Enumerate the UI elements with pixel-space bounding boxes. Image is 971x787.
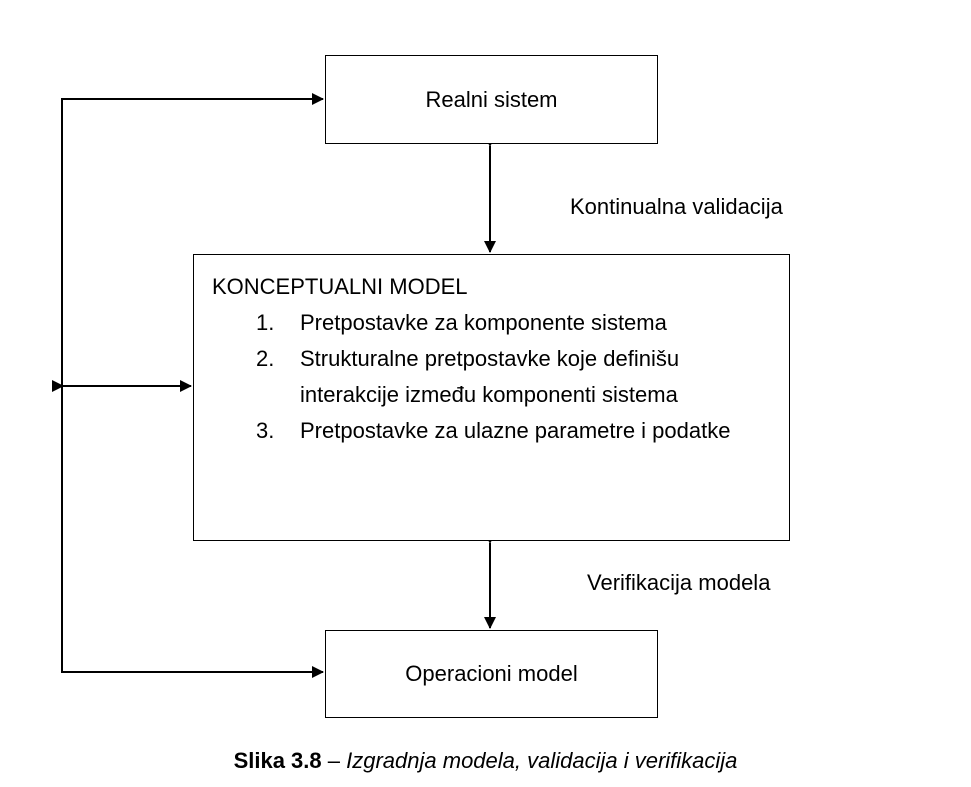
list-item-number: 1. — [256, 310, 275, 335]
list-item: 1. Pretpostavke za komponente sistema — [256, 305, 771, 341]
caption-separator: – — [321, 748, 347, 773]
validation-label: Kontinualna validacija — [570, 194, 783, 219]
caption-figure-number: Slika 3.8 — [233, 748, 322, 773]
conceptual-model-box: KONCEPTUALNI MODEL 1. Pretpostavke za ko… — [193, 254, 790, 541]
caption-text: Izgradnja modela, validacija i verifikac… — [346, 748, 738, 773]
list-item-text: Strukturalne pretpostavke koje definišu … — [300, 346, 680, 407]
list-item: 2. Strukturalne pretpostavke koje defini… — [256, 341, 771, 413]
conceptual-model-list: 1. Pretpostavke za komponente sistema 2.… — [212, 305, 771, 449]
list-item-number: 3. — [256, 418, 275, 443]
conceptual-model-title: KONCEPTUALNI MODEL — [212, 274, 468, 299]
real-system-box: Realni sistem — [325, 55, 658, 144]
list-item: 3. Pretpostavke za ulazne parametre i po… — [256, 413, 771, 449]
operational-model-label: Operacioni model — [405, 661, 578, 686]
operational-model-box: Operacioni model — [325, 630, 658, 718]
verification-label: Verifikacija modela — [587, 570, 771, 595]
list-item-text: Pretpostavke za komponente sistema — [300, 310, 667, 335]
list-item-text: Pretpostavke za ulazne parametre i podat… — [300, 418, 731, 443]
real-system-label: Realni sistem — [425, 86, 558, 112]
list-item-number: 2. — [256, 346, 275, 371]
figure-caption: Slika 3.8 – Izgradnja modela, validacija… — [0, 748, 971, 774]
